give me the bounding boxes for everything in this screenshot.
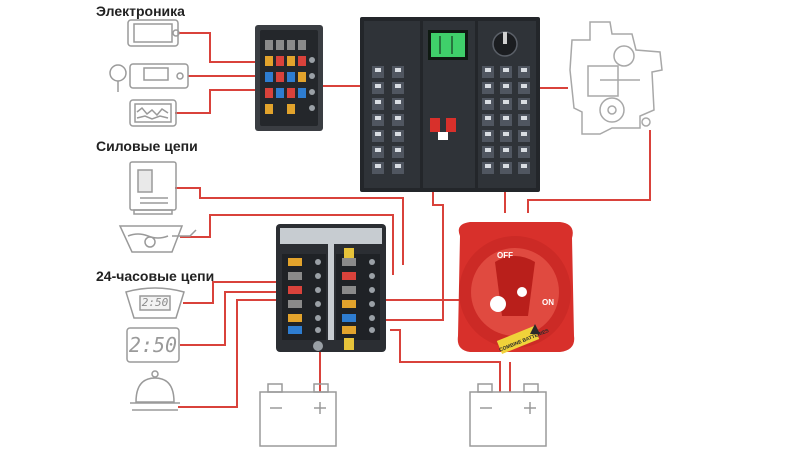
panel-switch-toggle: [375, 100, 381, 104]
panel-switch-toggle: [375, 164, 381, 168]
gauge-clock-display: 2:50: [141, 296, 169, 309]
panel-switch-toggle: [375, 68, 381, 72]
panel-switch-toggle: [395, 132, 401, 136]
section-label-power-circuits: Силовые цепи: [96, 138, 198, 154]
panel-switch-toggle: [485, 100, 491, 104]
terminal-screw: [369, 301, 375, 307]
terminal-screw: [369, 273, 375, 279]
digital-clock-icon: [126, 327, 180, 363]
panel-switch-toggle: [503, 116, 509, 120]
panel-switch-toggle: [395, 68, 401, 72]
terminal-screw: [315, 259, 321, 265]
battery-icon: [469, 383, 547, 447]
panel-switch-toggle: [503, 68, 509, 72]
engine-icon: [569, 21, 663, 135]
panel-switch-toggle: [521, 132, 527, 136]
panel-switch-toggle: [395, 84, 401, 88]
alarm-bell-icon: [130, 370, 180, 411]
terminal-screw: [369, 315, 375, 321]
section-label-electronics: Электроника: [96, 3, 185, 19]
panel-switch-toggle: [503, 132, 509, 136]
panel-switch-toggle: [375, 148, 381, 152]
panel-switch-toggle: [521, 84, 527, 88]
vhf-radio-icon: [109, 63, 189, 92]
blade-fuse: [288, 314, 302, 322]
fuse-block-bottom: [276, 224, 386, 352]
panel-switch-toggle: [485, 132, 491, 136]
blade-fuse: [342, 300, 356, 308]
terminal-screw: [315, 327, 321, 333]
panel-switch-toggle: [503, 84, 509, 88]
panel-switch-toggle: [521, 148, 527, 152]
terminal-screw: [315, 287, 321, 293]
terminal-screw: [369, 259, 375, 265]
switch-on-label: ON: [542, 298, 554, 307]
panel-switch-toggle: [395, 148, 401, 152]
panel-switch-toggle: [485, 116, 491, 120]
panel-switch-toggle: [375, 132, 381, 136]
panel-switch-toggle: [375, 116, 381, 120]
panel-switch-toggle: [395, 116, 401, 120]
battery-switch: [457, 222, 575, 354]
fuse-row-top: [265, 40, 306, 114]
panel-switch-toggle: [485, 84, 491, 88]
panel-switch-toggle: [503, 148, 509, 152]
panel-switch-toggle: [503, 164, 509, 168]
blade-fuse: [342, 258, 356, 266]
bilge-pump-icon: [118, 225, 197, 253]
fuse-block-top: [255, 25, 323, 131]
panel-switch-toggle: [485, 68, 491, 72]
blade-fuse: [288, 326, 302, 334]
blade-fuse: [288, 272, 302, 280]
terminal-screw: [369, 327, 375, 333]
terminal-screw: [315, 273, 321, 279]
terminal-screw: [315, 301, 321, 307]
blade-fuse: [342, 286, 356, 294]
wires: [175, 32, 651, 408]
panel-switch-toggle: [503, 100, 509, 104]
panel-switch-toggle: [395, 100, 401, 104]
panel-switch-toggle: [521, 100, 527, 104]
terminal-screw: [369, 287, 375, 293]
terminal-screw: [315, 315, 321, 321]
inverter-charger-icon: [129, 161, 177, 215]
panel-switch-toggle: [375, 84, 381, 88]
panel-switch-toggle: [521, 164, 527, 168]
battery-icon: [259, 383, 337, 447]
panel-switch-toggle: [395, 164, 401, 168]
panel-switch-toggle: [485, 164, 491, 168]
switch-off-label: OFF: [497, 251, 513, 260]
digital-clock-display: 2:50: [128, 333, 178, 357]
panel-switch-toggle: [521, 116, 527, 120]
blade-fuse: [288, 300, 302, 308]
blade-fuse: [342, 314, 356, 322]
lower-fuse-set: [288, 258, 375, 334]
blade-fuse: [342, 326, 356, 334]
panel-switch-toggle: [485, 148, 491, 152]
chartplotter-icon: [127, 19, 180, 47]
blade-fuse: [288, 258, 302, 266]
switch-panel: [360, 17, 540, 192]
blade-fuse: [288, 286, 302, 294]
panel-switch-grid: [372, 66, 530, 174]
section-label-24h-circuits: 24-часовые цепи: [96, 268, 215, 284]
panel-switch-toggle: [521, 68, 527, 72]
fishfinder-icon: [129, 99, 177, 127]
blade-fuse: [342, 272, 356, 280]
gauge-clock-icon: [125, 287, 185, 319]
